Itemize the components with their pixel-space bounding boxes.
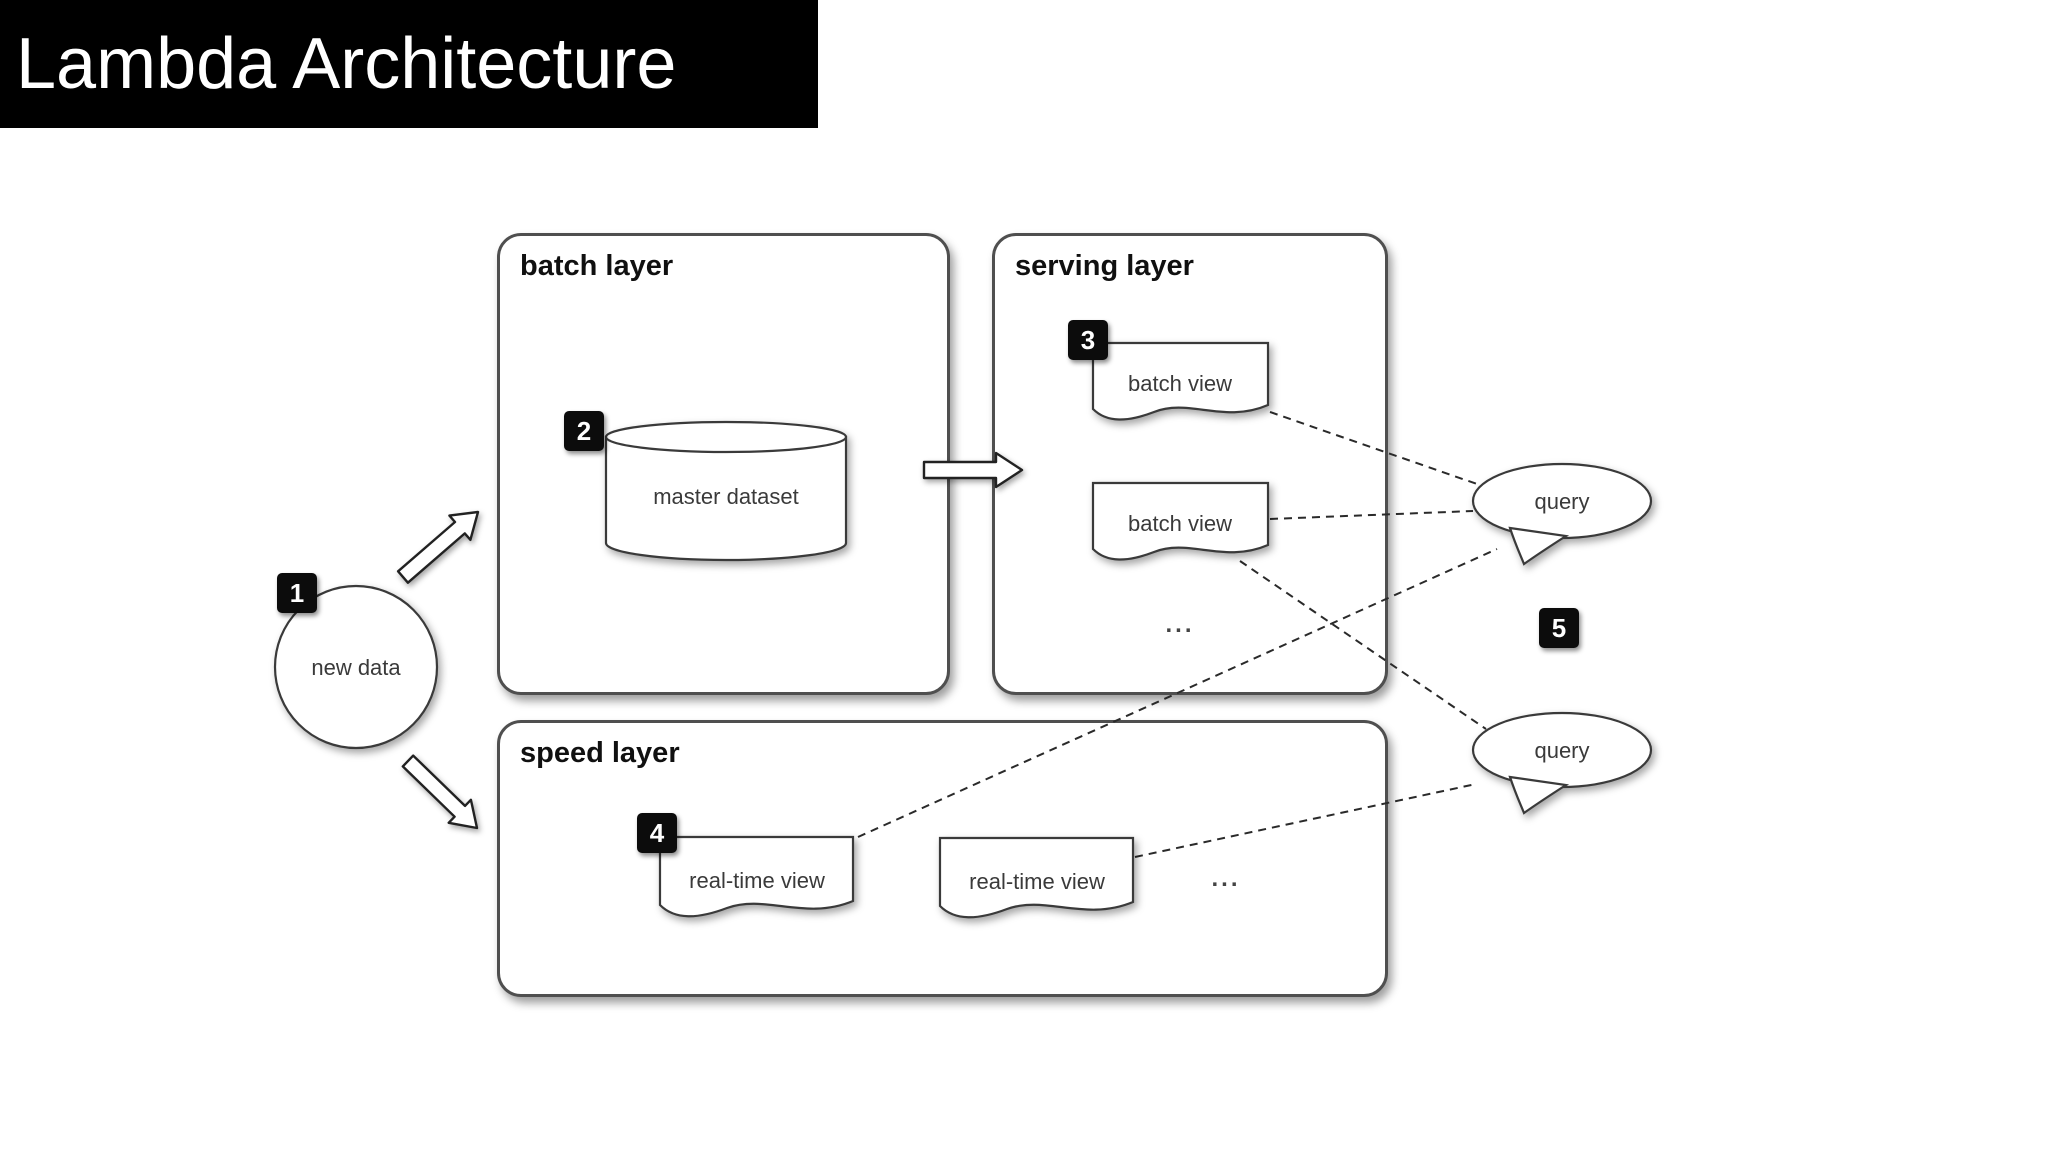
step-badge-4: 4 bbox=[637, 813, 677, 853]
step-badge-3: 3 bbox=[1068, 320, 1108, 360]
new-data-label: new data bbox=[311, 655, 401, 680]
query-2-label: query bbox=[1534, 738, 1589, 763]
title-bar: Lambda Architecture bbox=[0, 0, 818, 128]
speed-layer-label: speed layer bbox=[520, 737, 680, 769]
step-badge-2: 2 bbox=[564, 411, 604, 451]
query-bubble-2 bbox=[1471, 711, 1653, 815]
batch-layer-label: batch layer bbox=[520, 250, 674, 282]
query-bubble-1 bbox=[1471, 462, 1653, 566]
page-title: Lambda Architecture bbox=[16, 24, 677, 104]
serving-layer-box: serving layer bbox=[992, 233, 1388, 695]
arrow-newdata-to-speed bbox=[401, 754, 479, 830]
arrow-newdata-to-batch bbox=[396, 510, 480, 584]
speed-layer-box: speed layer bbox=[497, 720, 1388, 997]
query-1-label: query bbox=[1534, 489, 1589, 514]
serving-layer-label: serving layer bbox=[1015, 250, 1194, 282]
step-badge-5: 5 bbox=[1539, 608, 1579, 648]
batch-layer-box: batch layer bbox=[497, 233, 950, 695]
step-badge-1: 1 bbox=[277, 573, 317, 613]
